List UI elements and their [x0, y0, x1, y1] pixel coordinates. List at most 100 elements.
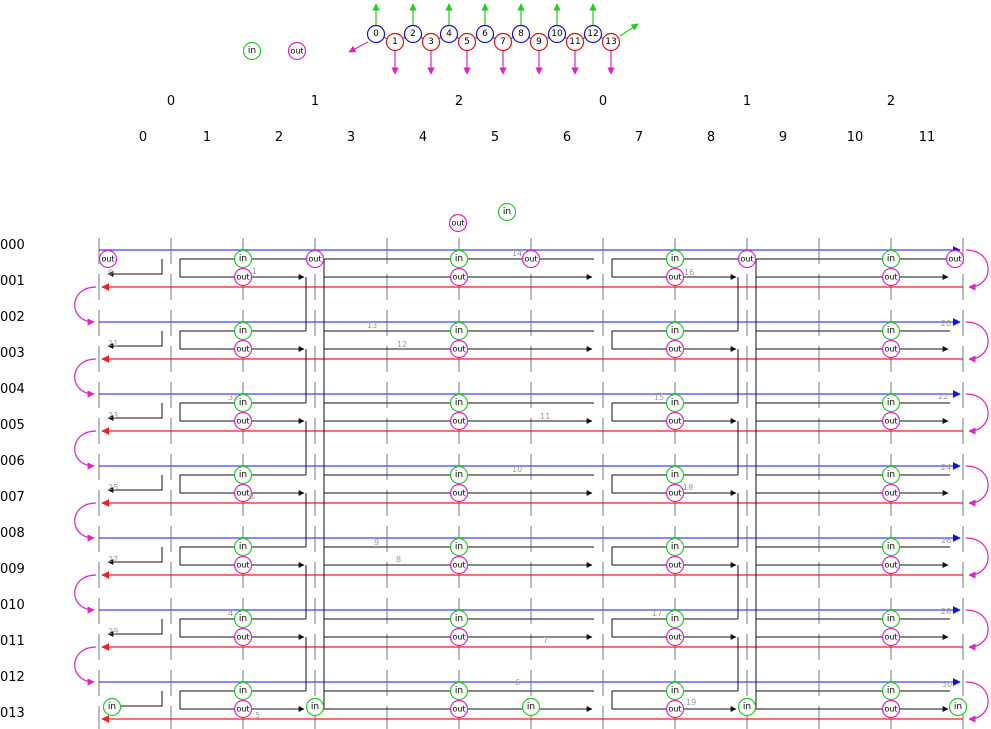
chain-node — [529, 32, 549, 52]
legend-in-label: in — [248, 46, 256, 56]
in-port-label: in — [311, 702, 319, 712]
step-label: 23 — [108, 411, 118, 420]
in-port — [881, 537, 901, 557]
in-port — [449, 465, 469, 485]
row-label: 013 — [0, 706, 25, 721]
row-label: 007 — [0, 490, 25, 505]
in-port-label: in — [503, 207, 511, 217]
out-port-label: out — [236, 633, 249, 642]
in-port — [665, 537, 685, 557]
index-label-1: 0 — [167, 94, 175, 109]
right-loop — [965, 321, 989, 363]
in-port-label: in — [671, 542, 679, 552]
in-port — [881, 249, 901, 269]
in-port — [665, 465, 685, 485]
step-label: 5 — [255, 711, 260, 720]
in-port — [449, 681, 469, 701]
in-port-label: in — [239, 542, 247, 552]
step-label: 10 — [512, 465, 522, 474]
in-port-label: in — [455, 254, 463, 264]
index-label-2: 5 — [491, 130, 499, 145]
ports: out in in out in out in out in out in out in out in out… — [98, 202, 968, 719]
in-port-label: in — [239, 614, 247, 624]
step-label: 14 — [512, 249, 522, 258]
in-port — [233, 321, 253, 341]
out-port-label: out — [451, 219, 464, 228]
legend-in-circle — [242, 41, 262, 61]
out-port — [449, 483, 469, 503]
grid-lines — [74, 238, 989, 729]
index-label-1: 2 — [887, 94, 895, 109]
out-port — [665, 483, 685, 503]
out-port — [737, 249, 757, 269]
in-port — [102, 697, 122, 717]
row-label: 009 — [0, 562, 25, 577]
index-label-2: 3 — [347, 130, 355, 145]
out-port — [98, 249, 118, 269]
out-port-label: out — [668, 417, 681, 426]
out-port-label: out — [236, 417, 249, 426]
index-label-2: 9 — [779, 130, 787, 145]
in-port-label: in — [455, 326, 463, 336]
in-port-label: in — [239, 686, 247, 696]
chain-node — [601, 32, 621, 52]
out-port-label: out — [668, 705, 681, 714]
in-port — [881, 393, 901, 413]
step-label: 15 — [654, 393, 664, 402]
route-segment — [755, 474, 950, 494]
in-port-label: in — [887, 542, 895, 552]
step-label: 3 — [249, 492, 254, 501]
out-port-label: out — [452, 633, 465, 642]
route-segment — [755, 330, 950, 350]
in-port-label: in — [239, 326, 247, 336]
out-port — [233, 267, 253, 287]
chain-node-label: 6 — [482, 29, 488, 39]
in-port-label: in — [671, 614, 679, 624]
chain-node-label: 4 — [446, 29, 452, 39]
index-label-2: 6 — [563, 130, 571, 145]
out-port — [665, 411, 685, 431]
row-label: 001 — [0, 274, 25, 289]
index-label-2: 10 — [847, 130, 864, 145]
in-port-label: in — [108, 702, 116, 712]
in-port — [665, 681, 685, 701]
chain-node — [421, 32, 441, 52]
in-port — [665, 609, 685, 629]
out-port — [448, 213, 468, 233]
in-port-label: in — [887, 254, 895, 264]
out-port — [665, 267, 685, 287]
out-port-label: out — [236, 273, 249, 282]
out-port — [449, 411, 469, 431]
step-label: 12 — [397, 340, 407, 349]
right-loop — [965, 249, 989, 291]
out-port — [945, 249, 965, 269]
step-label: 18 — [683, 483, 693, 492]
out-port — [665, 339, 685, 359]
step-label: 21 — [108, 339, 118, 348]
route-segment — [755, 402, 950, 422]
step-label: 17 — [652, 609, 662, 618]
route-segment — [755, 546, 950, 566]
in-port-label: in — [887, 686, 895, 696]
step-label: 0 — [108, 268, 113, 277]
chain-node-label: 1 — [392, 37, 398, 47]
in-port — [233, 465, 253, 485]
out-port — [449, 699, 469, 719]
legend-out-label: out — [290, 47, 303, 56]
chain-node-label: 8 — [518, 29, 524, 39]
left-loop — [74, 574, 97, 614]
chain-node — [403, 24, 423, 44]
out-port-label: out — [884, 561, 897, 570]
chain-node-label: 0 — [373, 29, 379, 39]
in-port-label: in — [671, 254, 679, 264]
in-port — [305, 697, 325, 717]
route-segment — [107, 259, 163, 277]
in-port — [233, 609, 253, 629]
in-port-label: in — [527, 702, 535, 712]
legend: in out — [242, 41, 307, 61]
step-label: 8 — [396, 555, 401, 564]
row-label: 004 — [0, 382, 25, 397]
out-port — [881, 699, 901, 719]
